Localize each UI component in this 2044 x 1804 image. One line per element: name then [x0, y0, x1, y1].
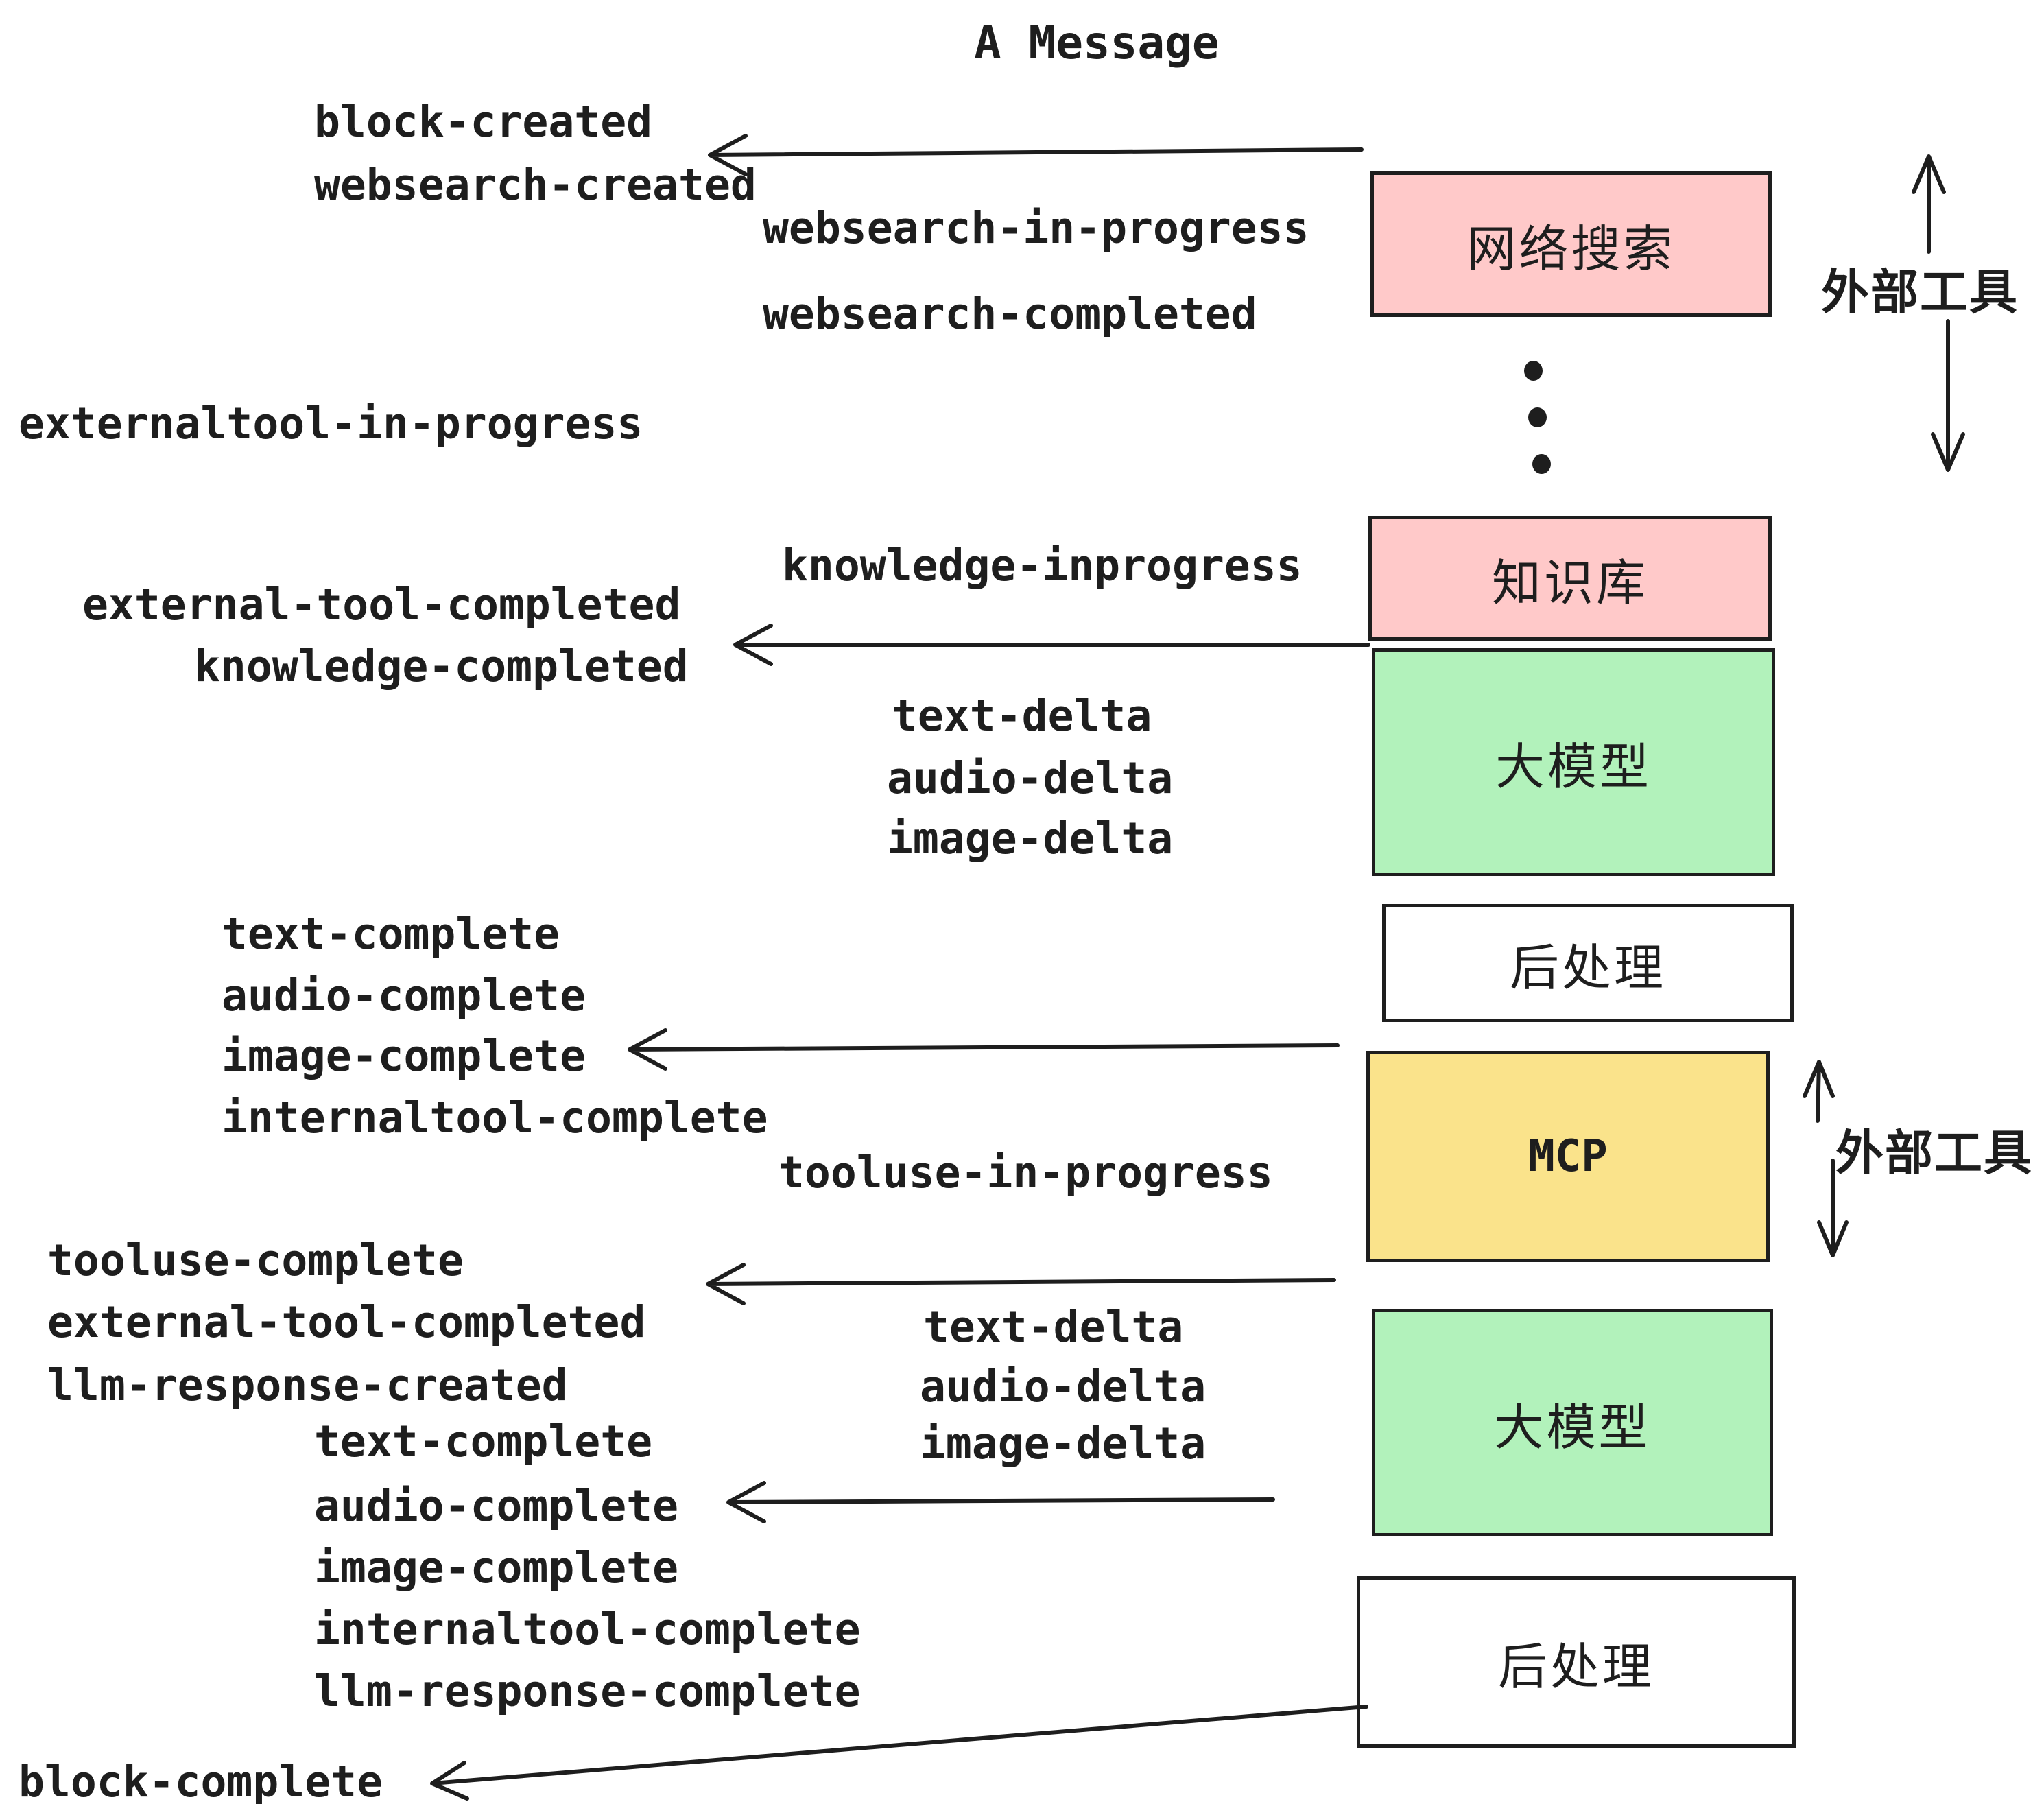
arrow-to-websearch-created	[708, 134, 1364, 176]
event-block-created: block-created	[314, 97, 653, 147]
arrow-external-tools-top-down	[1931, 319, 1965, 472]
event-external-tool-completed: external-tool-completed	[82, 580, 681, 630]
event-text-complete: text-complete	[222, 909, 560, 959]
event-text-delta: text-delta	[892, 691, 1152, 741]
arrow-external-tools-bottom-up	[1803, 1060, 1835, 1123]
arrow-to-audio-complete	[726, 1481, 1275, 1523]
box-llm-2-label: 大模型	[1494, 1400, 1651, 1456]
event-websearch-created: websearch-created	[314, 160, 757, 210]
box-websearch-label: 网络搜索	[1466, 222, 1676, 277]
event-audio-complete-2: audio-complete	[314, 1481, 679, 1531]
arrow-to-knowledge-completed	[733, 624, 1370, 666]
arrow-external-tools-top-up	[1912, 154, 1946, 254]
event-knowledge-completed: knowledge-completed	[194, 641, 689, 691]
event-internaltool-complete-2: internaltool-complete	[314, 1604, 861, 1654]
external-tools-label-top: 外部工具	[1821, 265, 2019, 319]
box-mcp: MCP	[1366, 1051, 1770, 1262]
event-knowledge-inprogress: knowledge-inprogress	[782, 541, 1303, 591]
box-llm-1: 大模型	[1372, 648, 1775, 876]
event-llm-response-created: llm-response-created	[47, 1360, 568, 1410]
event-audio-complete: audio-complete	[222, 971, 586, 1021]
event-audio-delta-2: audio-delta	[920, 1362, 1207, 1412]
event-block-complete: block-complete	[19, 1757, 383, 1804]
box-post-2-label: 后处理	[1497, 1639, 1654, 1695]
event-image-complete-2: image-complete	[314, 1543, 679, 1593]
event-websearch-completed: websearch-completed	[763, 289, 1257, 339]
box-knowledge-label: 知识库	[1491, 556, 1648, 611]
event-websearch-in-progress: websearch-in-progress	[763, 203, 1309, 253]
diagram-title: A Message	[974, 16, 1220, 69]
ellipsis-dot	[1528, 407, 1547, 427]
event-image-delta: image-delta	[887, 814, 1174, 864]
ellipsis-dot	[1524, 361, 1543, 381]
box-mcp-label: MCP	[1528, 1131, 1608, 1182]
box-post-1: 后处理	[1382, 904, 1794, 1022]
event-image-delta-2: image-delta	[920, 1419, 1207, 1469]
event-tooluse-in-progress: tooluse-in-progress	[779, 1148, 1273, 1198]
box-knowledge: 知识库	[1368, 516, 1772, 641]
event-externaltool-in-progress: externaltool-in-progress	[19, 399, 643, 449]
ellipsis-dot	[1532, 454, 1551, 474]
event-image-complete: image-complete	[222, 1031, 586, 1081]
event-tooluse-complete: tooluse-complete	[47, 1235, 464, 1285]
box-llm-2: 大模型	[1372, 1309, 1773, 1536]
event-llm-response-complete: llm-response-complete	[314, 1666, 861, 1716]
box-post-2: 后处理	[1357, 1576, 1796, 1748]
arrow-to-image-complete	[628, 1028, 1340, 1071]
box-llm-1-label: 大模型	[1495, 739, 1652, 795]
event-audio-delta: audio-delta	[887, 753, 1174, 803]
event-internaltool-complete: internaltool-complete	[222, 1093, 768, 1143]
box-websearch: 网络搜索	[1370, 171, 1772, 317]
event-text-delta-2: text-delta	[923, 1302, 1184, 1352]
event-text-complete-2: text-complete	[314, 1416, 653, 1467]
external-tools-label-bottom: 外部工具	[1835, 1126, 2033, 1180]
event-external-tool-completed-2: external-tool-completed	[47, 1297, 646, 1347]
box-post-1-label: 后处理	[1509, 940, 1666, 996]
